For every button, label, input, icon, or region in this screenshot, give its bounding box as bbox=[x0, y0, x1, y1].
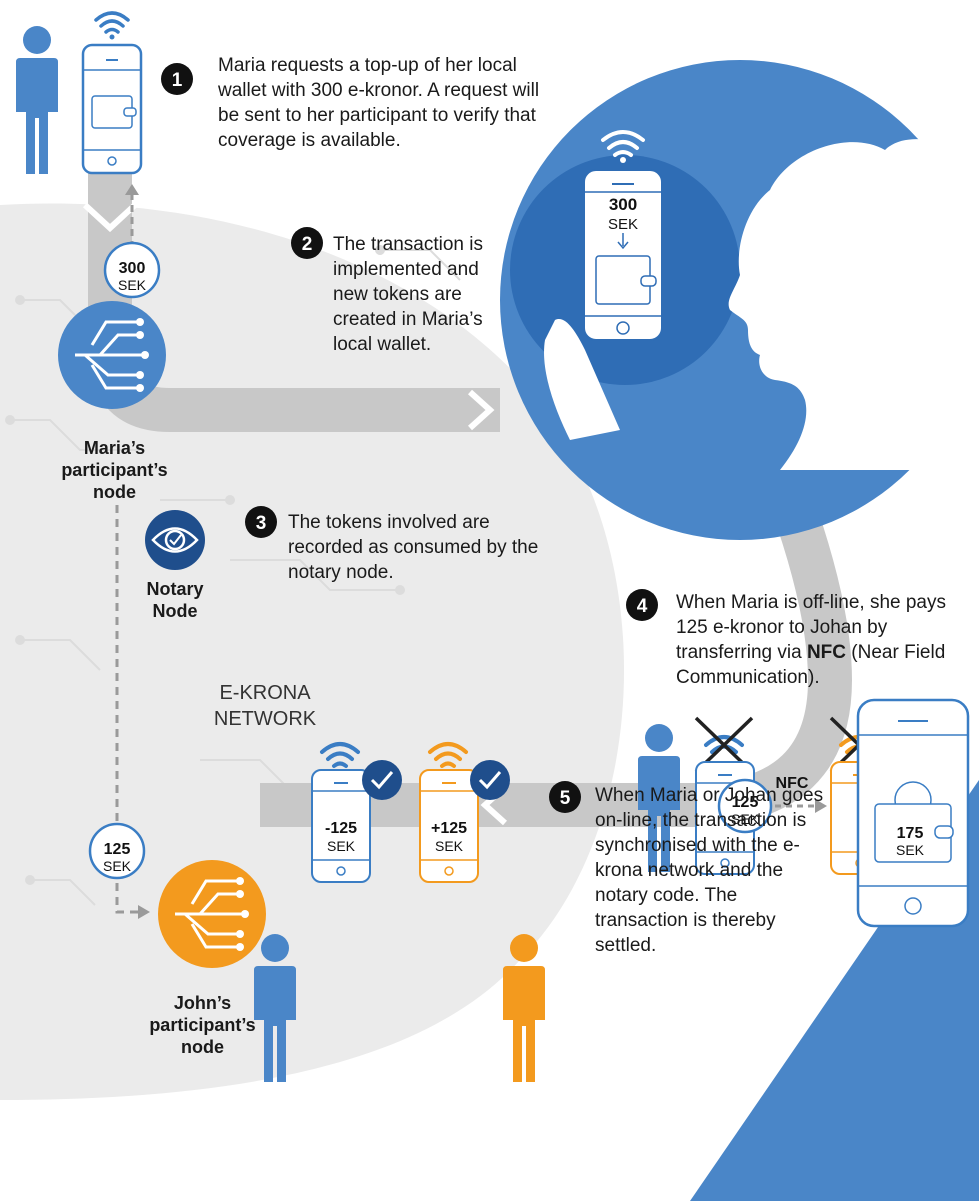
step-4-text-bold: NFC bbox=[806, 642, 847, 663]
check-icon bbox=[470, 760, 510, 800]
badge-300-unit: SEK bbox=[118, 277, 147, 293]
step-4-text-after: (Near Field Communication). bbox=[676, 642, 946, 688]
svg-text:4: 4 bbox=[637, 596, 648, 617]
step-1-text: Maria requests a top-up of her local wal… bbox=[218, 55, 540, 151]
john-node-label: John’s participant’s node bbox=[149, 993, 256, 1057]
step-number-3: 3 bbox=[245, 506, 277, 538]
nfc-label: NFC bbox=[776, 775, 809, 792]
svg-text:3: 3 bbox=[256, 513, 267, 534]
maria-node-label: Maria’s participant’s node bbox=[61, 438, 168, 502]
maria-phone-big bbox=[583, 169, 663, 341]
wifi-icon bbox=[601, 130, 645, 157]
step-2-text: The transaction is implemented and new t… bbox=[333, 234, 483, 355]
step-number-4: 4 bbox=[626, 589, 658, 621]
phone-big-unit: SEK bbox=[608, 216, 638, 233]
svg-text:2: 2 bbox=[302, 234, 313, 255]
johan-after-amount: +125 bbox=[431, 820, 467, 837]
maria-after-amount: -125 bbox=[325, 820, 357, 837]
circuit-lines bbox=[5, 245, 461, 906]
badge-300-amount: 300 bbox=[119, 260, 146, 277]
johan-wallet-unit: SEK bbox=[896, 842, 925, 858]
johan-after-unit: SEK bbox=[435, 838, 464, 854]
johan-phone-wallet bbox=[856, 698, 970, 928]
svg-text:1: 1 bbox=[172, 70, 183, 91]
badge-125-unit: SEK bbox=[103, 858, 132, 874]
nfc-badge-amount: 125 bbox=[732, 794, 759, 811]
nfc-badge-unit: SEK bbox=[731, 811, 760, 827]
svg-text:5: 5 bbox=[560, 788, 571, 809]
step-number-1: 1 bbox=[161, 63, 193, 95]
badge-nfc-125 bbox=[717, 778, 773, 834]
maria-node bbox=[58, 301, 166, 409]
check-icon bbox=[362, 760, 402, 800]
step-4-text-before: When Maria is off-line, she pays 125 e-k… bbox=[676, 592, 946, 663]
down-arrow-dashed bbox=[115, 505, 138, 914]
notary-node-label: Notary Node bbox=[146, 579, 204, 621]
step-number-2: 2 bbox=[291, 227, 323, 259]
step-number-5: 5 bbox=[549, 781, 581, 813]
wifi-icon bbox=[428, 742, 468, 768]
badge-125 bbox=[88, 822, 146, 880]
eye-icon bbox=[145, 510, 205, 570]
maria-after-unit: SEK bbox=[327, 838, 356, 854]
john-node bbox=[158, 860, 266, 968]
phone-big-amount: 300 bbox=[609, 195, 637, 214]
maria-person-top bbox=[16, 26, 58, 174]
maria-phone-top bbox=[81, 43, 143, 175]
badge-300 bbox=[103, 241, 161, 299]
johan-wallet-amount: 175 bbox=[897, 825, 924, 842]
wifi-icon bbox=[94, 11, 130, 34]
johan-phone-after bbox=[419, 769, 479, 883]
network-label: E-KRONA NETWORK bbox=[213, 682, 317, 730]
maria-hand bbox=[544, 319, 620, 440]
maria-phone-after bbox=[311, 769, 371, 883]
badge-125-amount: 125 bbox=[104, 841, 131, 858]
step-5-text: When Maria or Johan goes on-line, the tr… bbox=[595, 785, 824, 956]
maria-silhouette bbox=[728, 139, 979, 470]
wifi-icon bbox=[320, 742, 360, 768]
step-3-text: The tokens involved are recorded as cons… bbox=[288, 512, 539, 583]
step-4-text: When Maria is off-line, she pays 125 e-k… bbox=[676, 590, 971, 690]
